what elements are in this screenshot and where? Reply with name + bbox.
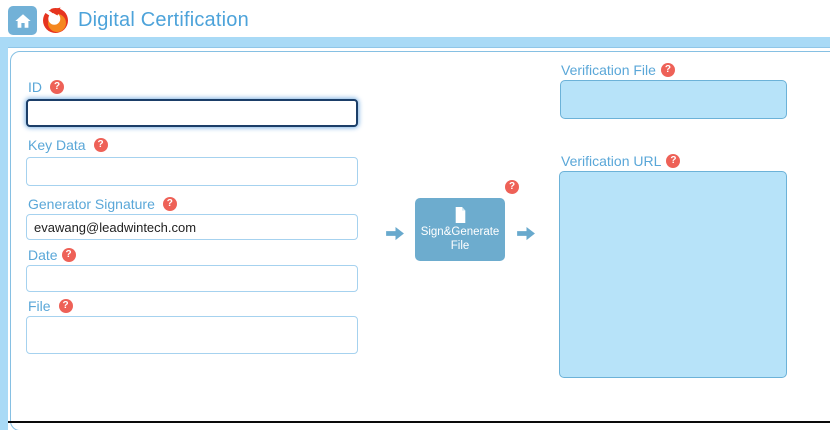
- generator-signature-label: Generator Signature: [28, 196, 155, 212]
- file-label: File: [28, 298, 51, 314]
- date-label: Date: [28, 247, 58, 263]
- home-button[interactable]: [8, 6, 37, 35]
- sign-generate-label-line2: File: [450, 239, 470, 252]
- key-data-input[interactable]: [26, 157, 358, 186]
- flow-arrow-right-icon: [517, 226, 536, 241]
- verification-file-output[interactable]: [560, 80, 787, 119]
- id-input[interactable]: [26, 99, 358, 127]
- file-label-row: File ?: [28, 298, 73, 314]
- top-divider-strip: [0, 37, 830, 48]
- generator-signature-label-row: Generator Signature ?: [28, 196, 177, 212]
- verification-url-label: Verification URL: [561, 153, 662, 169]
- generator-signature-input[interactable]: [26, 214, 358, 240]
- generator-signature-help-icon[interactable]: ?: [162, 197, 177, 211]
- key-data-label-row: Key Data ?: [28, 137, 108, 153]
- date-help-icon[interactable]: ?: [61, 248, 76, 262]
- key-data-help-icon[interactable]: ?: [93, 138, 108, 152]
- id-label: ID: [28, 79, 42, 95]
- sign-generate-label-line1: Sign&Generate: [420, 225, 500, 238]
- verification-url-label-row: Verification URL ?: [561, 153, 681, 169]
- id-help-icon[interactable]: ?: [50, 80, 64, 94]
- file-input[interactable]: [26, 316, 358, 354]
- verification-file-label-row: Verification File ?: [561, 62, 675, 78]
- verification-file-label: Verification File: [561, 62, 656, 78]
- key-data-label: Key Data: [28, 137, 86, 153]
- id-label-row: ID ?: [28, 79, 64, 95]
- document-icon: [454, 206, 467, 223]
- left-background-strip: [0, 37, 8, 430]
- sign-generate-button[interactable]: Sign&Generate File: [415, 198, 505, 261]
- flow-arrow-left-icon: [386, 226, 405, 241]
- verification-url-help-icon[interactable]: ?: [666, 154, 681, 168]
- window-bottom-edge: [8, 421, 830, 423]
- date-input[interactable]: [26, 265, 358, 292]
- date-label-row: Date ?: [28, 247, 76, 263]
- sign-generate-help-icon[interactable]: ?: [505, 180, 519, 194]
- home-icon: [14, 12, 32, 30]
- brand-swirl-logo-icon: [41, 6, 69, 34]
- page-title: Digital Certification: [78, 9, 249, 31]
- file-help-icon[interactable]: ?: [58, 299, 73, 313]
- verification-url-output[interactable]: [559, 171, 787, 378]
- verification-file-help-icon[interactable]: ?: [660, 63, 675, 77]
